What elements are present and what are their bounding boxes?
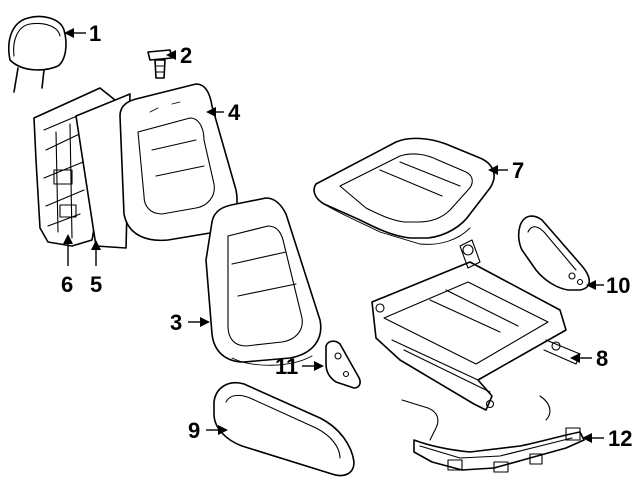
headrest-part	[8, 15, 67, 93]
callout-9: 9	[188, 418, 228, 443]
side-trim-part	[213, 382, 355, 477]
callout-4-label: 4	[228, 100, 241, 125]
callout-2: 2	[166, 43, 192, 68]
callout-3: 3	[170, 310, 210, 335]
callout-12: 12	[582, 426, 632, 451]
callout-10-label: 10	[606, 273, 630, 298]
callout-6-label: 6	[61, 272, 73, 297]
callout-1: 1	[64, 21, 101, 46]
back-panel-part	[75, 93, 131, 249]
callout-10: 10	[586, 273, 630, 298]
callout-12-label: 12	[608, 426, 632, 451]
callout-9-label: 9	[188, 418, 200, 443]
callout-4: 4	[206, 100, 241, 125]
callout-3-label: 3	[170, 310, 182, 335]
seat-track-part	[371, 239, 581, 411]
seatback-front-cover-part	[205, 197, 322, 366]
callout-5: 5	[90, 240, 102, 297]
callout-8-label: 8	[596, 346, 608, 371]
callout-6: 6	[61, 234, 73, 297]
wire-harness-part	[401, 395, 585, 473]
seat-cushion-part	[313, 137, 495, 245]
callout-7-label: 7	[512, 158, 524, 183]
callout-11: 11	[275, 354, 324, 379]
callout-5-label: 5	[90, 272, 102, 297]
callout-7: 7	[488, 158, 524, 183]
callout-8: 8	[570, 346, 608, 371]
seatback-cover-part	[119, 83, 238, 242]
callout-11-label: 11	[275, 354, 298, 379]
callout-2-label: 2	[180, 43, 192, 68]
side-shield-part	[517, 215, 591, 291]
callout-1-label: 1	[89, 21, 101, 46]
bracket-part	[325, 340, 361, 389]
